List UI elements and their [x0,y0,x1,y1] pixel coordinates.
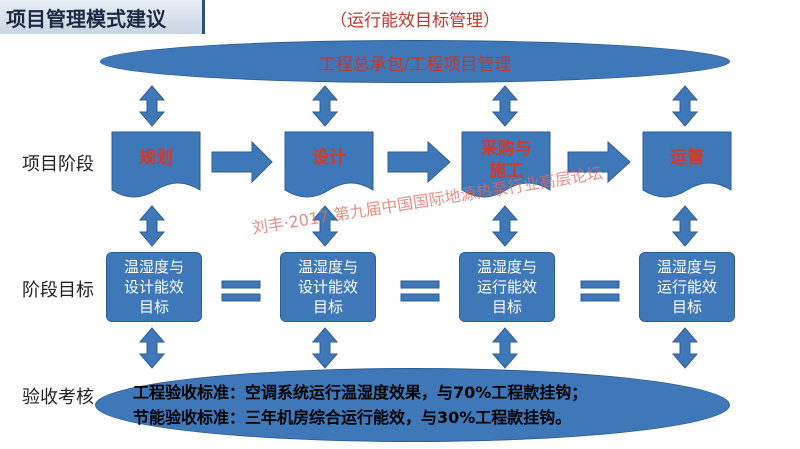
equals-sign-icon [580,280,620,289]
acceptance-line-engineering: 工程验收标准：空调系统运行温湿度效果，与70%工程款挂钩； [133,383,588,402]
stage-document-shape [461,131,551,198]
double-arrow-icon [492,85,518,127]
row-label-acceptance: 验收考核 [22,387,94,408]
goal-box-label: 温湿度与 运行能效 目标 [476,258,537,316]
goal-box: 温湿度与 设计能效 目标 [106,252,202,322]
double-arrow-icon [139,205,165,247]
double-arrow-icon [672,205,698,247]
title-bar [0,0,205,34]
double-arrow-icon [139,85,165,127]
stage-document-shape [642,131,732,198]
double-arrow-icon [312,85,338,127]
goal-box-label: 温湿度与 设计能效 目标 [123,258,184,316]
stage-document-shape [111,131,201,198]
goal-box: 温湿度与 运行能效 目标 [639,252,735,322]
double-arrow-icon [492,205,518,247]
page-title: 项目管理模式建议 [6,7,166,31]
goal-box-label: 温湿度与 设计能效 目标 [297,258,358,316]
goal-box: 温湿度与 运行能效 目标 [459,252,555,322]
stage-label-planning: 规划 [139,148,173,168]
right-arrow-icon [567,140,631,184]
right-arrow-icon [387,140,451,184]
page-subtitle: （运行能效目标管理） [330,11,500,31]
double-arrow-icon [492,327,518,369]
row-label-stages: 项目阶段 [22,154,94,175]
top-banner-shape [100,40,730,83]
equals-sign-icon [400,280,440,289]
double-arrow-icon [672,327,698,369]
stage-document-shape [284,131,374,198]
double-arrow-icon [312,327,338,369]
row-label-goals: 阶段目标 [22,280,94,301]
right-arrow-icon [211,140,273,184]
equals-sign-icon [221,280,261,289]
stage-label-procurement: 采购与 施工 [480,139,532,181]
stage-label-operation: 运管 [670,148,704,168]
double-arrow-icon [672,85,698,127]
goal-box-label: 温湿度与 运行能效 目标 [656,258,717,316]
top-banner-label: 工程总承包/工程项目管理 [318,55,512,75]
bottom-banner-shape [95,368,730,442]
acceptance-line-energy: 节能验收标准：三年机房综合运行能效，与30%工程款挂钩。 [133,408,572,427]
double-arrow-icon [139,327,165,369]
stage-label-design: 设计 [312,148,346,168]
goal-box: 温湿度与 设计能效 目标 [280,252,376,322]
